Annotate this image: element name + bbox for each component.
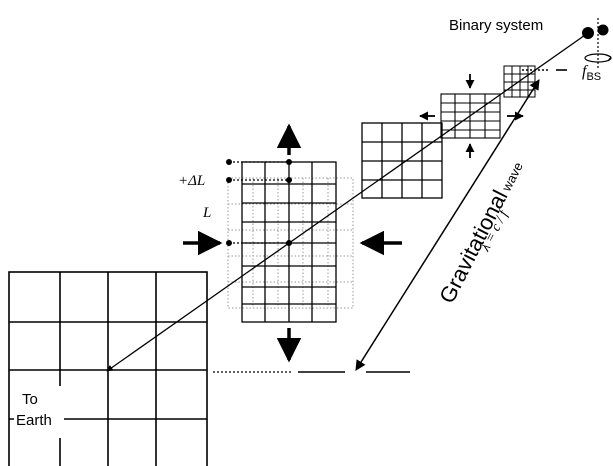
binary-system-label: Binary system (449, 17, 543, 34)
length-markers (226, 159, 292, 246)
wave-word: wave (498, 160, 526, 195)
frequency-subscript: BS (586, 71, 601, 83)
gravitational-word: Gravitational (434, 186, 512, 307)
length-label: L (202, 205, 211, 221)
to-label: To (22, 391, 38, 408)
frequency-label: fBS (582, 63, 601, 83)
frequency-symbol: f (582, 63, 589, 80)
earth-label-mask (14, 386, 64, 438)
line-of-sight (106, 32, 589, 372)
earth-label: Earth (16, 412, 52, 429)
small-strain-arrows (419, 74, 524, 158)
binary-star-icon (582, 24, 609, 39)
compressed-grid (361, 122, 443, 199)
gravitational-wave-label: Gravitationalwave (434, 156, 527, 307)
delta-l-label: +ΔL (178, 173, 205, 189)
wavelength-indicator (213, 69, 567, 373)
orbit-rotation-icon (584, 18, 612, 70)
